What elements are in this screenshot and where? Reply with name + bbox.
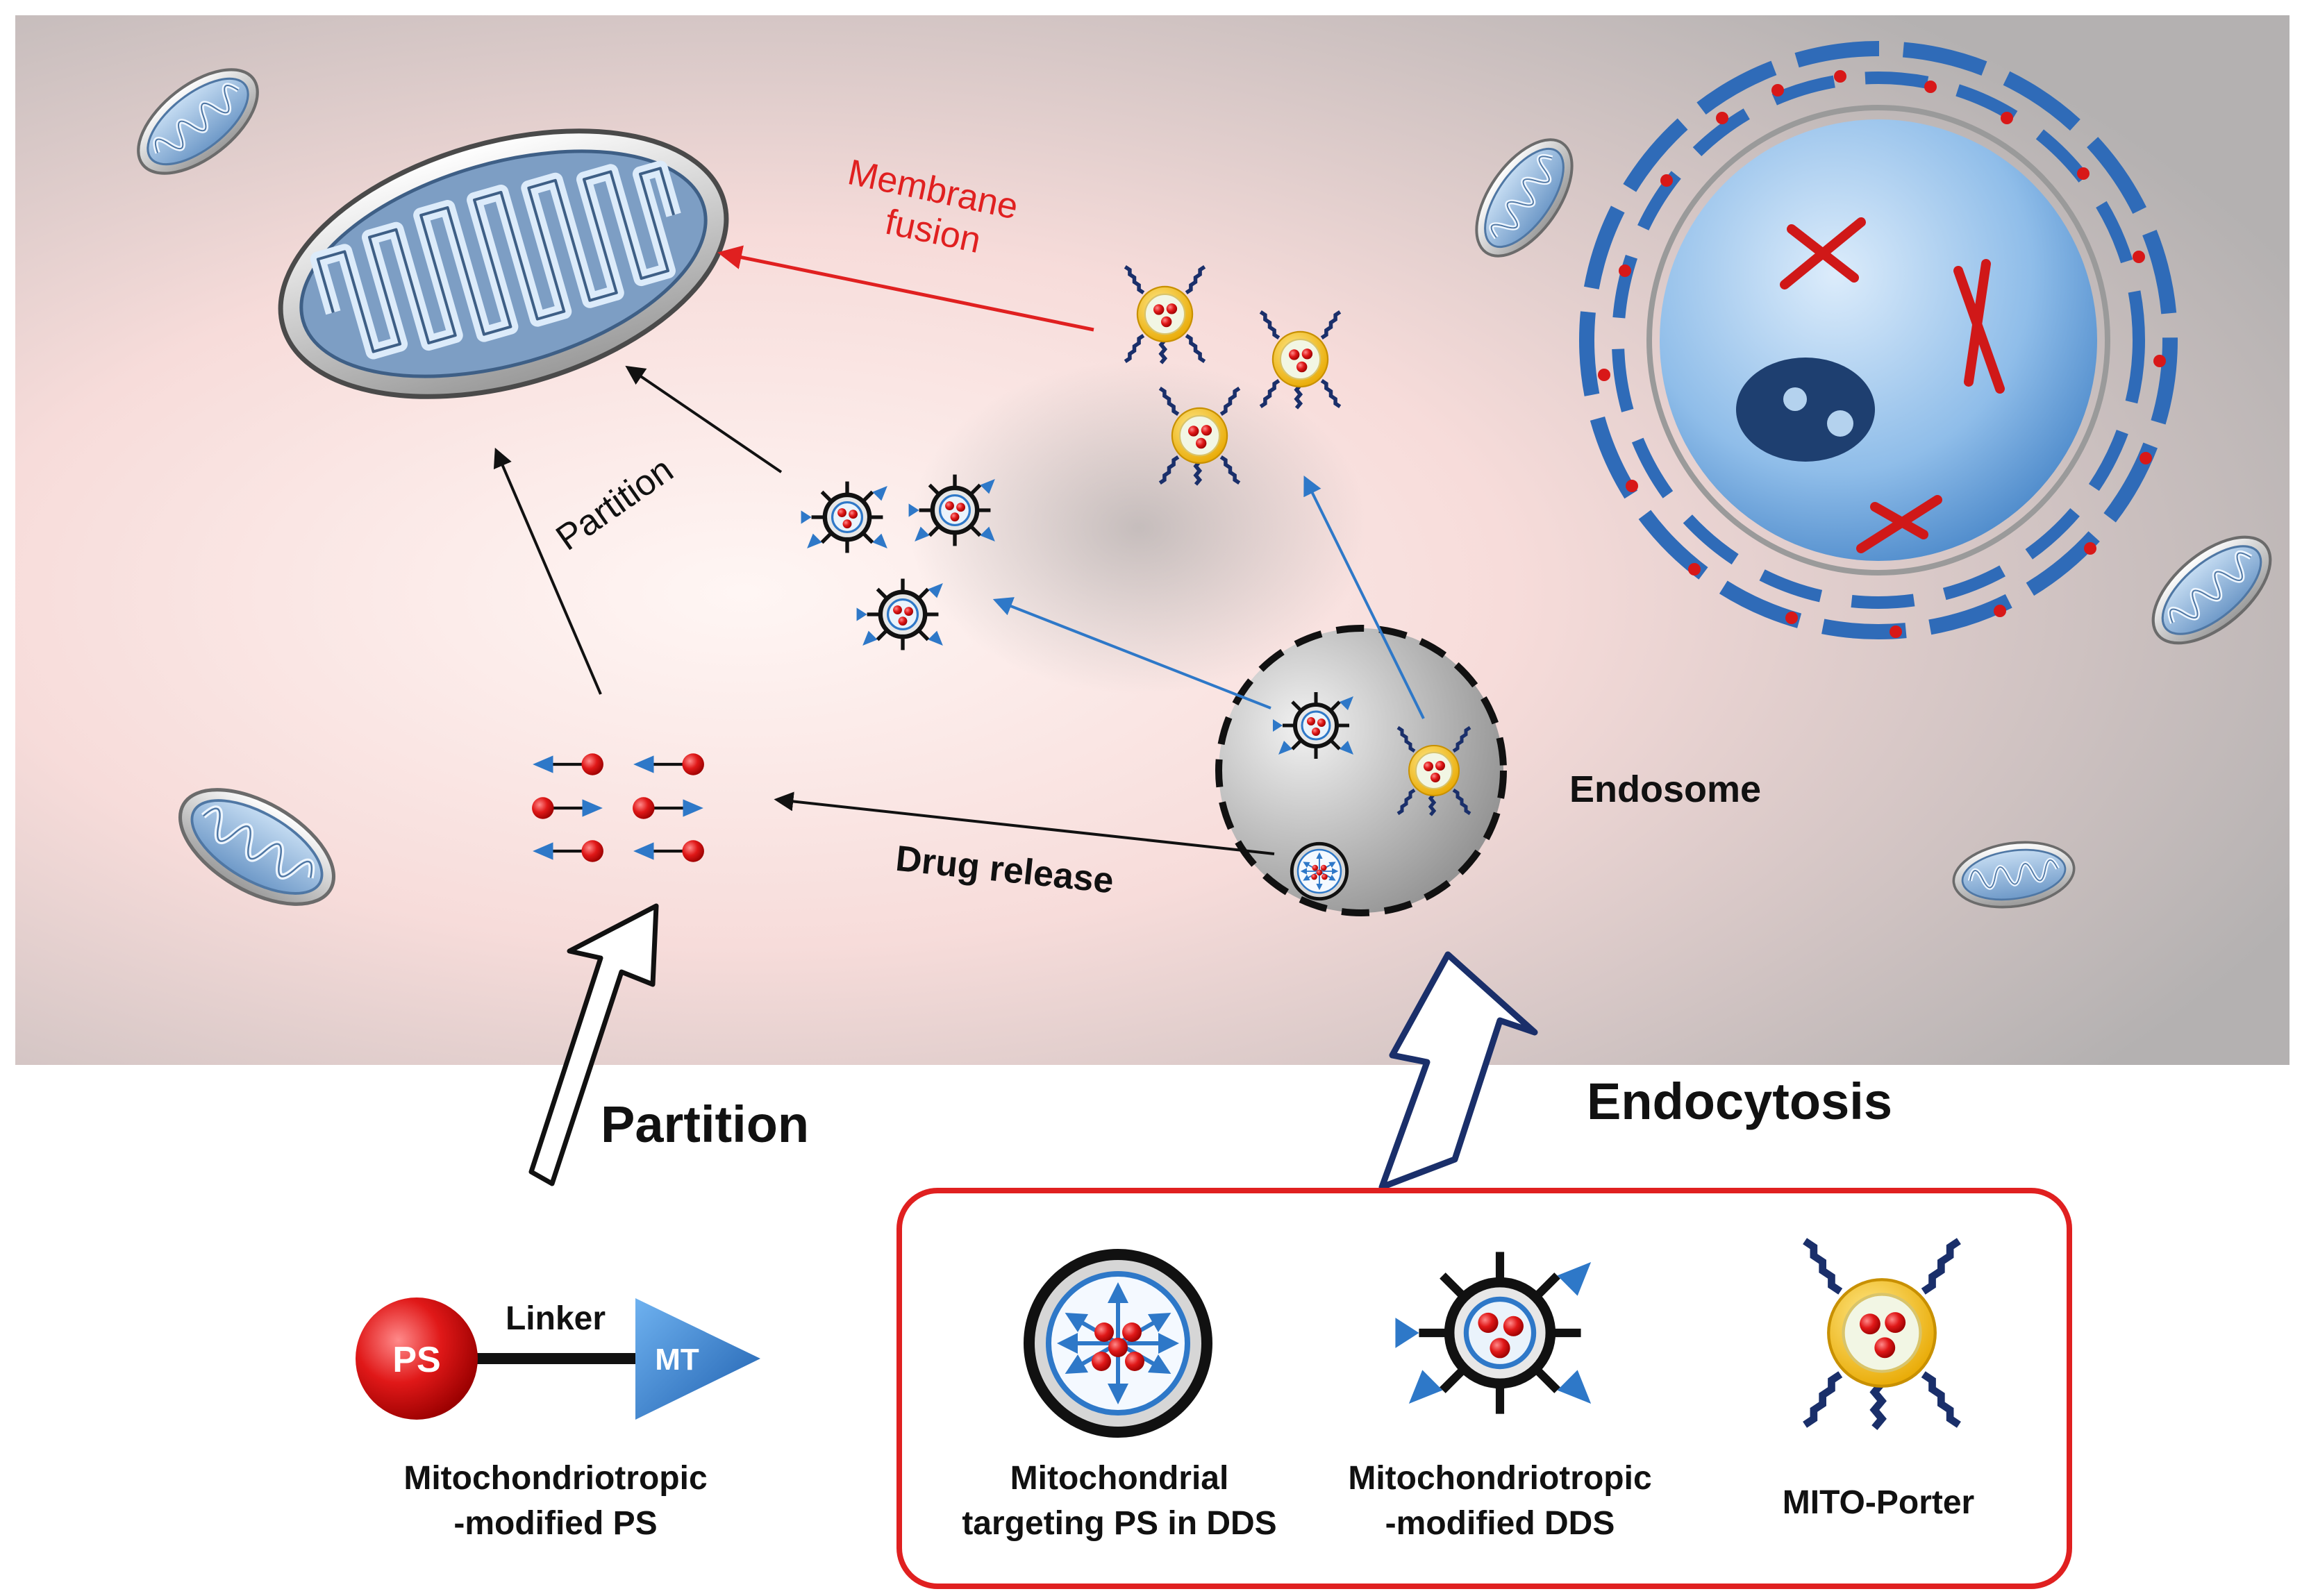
ps-dds-in-endosome: [1292, 843, 1346, 898]
ps-label: PS: [392, 1340, 440, 1380]
partition-big-arrow: [528, 903, 659, 1186]
mt-label: MT: [655, 1343, 699, 1377]
legend-item-1-line-2: targeting PS in DDS: [962, 1505, 1276, 1542]
membrane-fusion-arrow: [717, 245, 1094, 332]
partition-arrow-dds: [625, 365, 783, 473]
legend-item-2-line-2: -modified DDS: [1385, 1505, 1615, 1542]
linker-label: Linker: [506, 1300, 606, 1337]
endocytosis-label: Endocytosis: [1587, 1073, 1892, 1130]
endosome-icon: [1215, 625, 1507, 916]
partition-arrow-free: [493, 447, 602, 695]
nucleus-icon: [1579, 41, 2178, 639]
mt-triangle-icon: [635, 1298, 760, 1420]
ps-ball-icon: [356, 1297, 478, 1420]
ps-in-dds-icon: [1029, 1254, 1207, 1432]
mitochondrion-icon: [278, 128, 729, 399]
endocytosis-big-arrow: [1378, 951, 1538, 1191]
modified-ps-caption-2: -modified PS: [453, 1505, 657, 1542]
escape-arrow-dds: [992, 597, 1271, 709]
legend-item-3-label: MITO-Porter: [1783, 1484, 1974, 1521]
escape-arrow-porter: [1303, 475, 1425, 719]
endosome-label: Endosome: [1569, 768, 1761, 810]
modified-ps-caption-1: Mitochondriotropic: [403, 1460, 707, 1497]
partition-big-label: Partition: [601, 1095, 809, 1153]
modified-ps-molecule: [356, 1297, 760, 1420]
legend-item-1-line-1: Mitochondrial: [1010, 1460, 1229, 1497]
drug-release-arrow: [774, 791, 1275, 855]
legend-item-2-line-1: Mitochondriotropic: [1348, 1460, 1651, 1497]
